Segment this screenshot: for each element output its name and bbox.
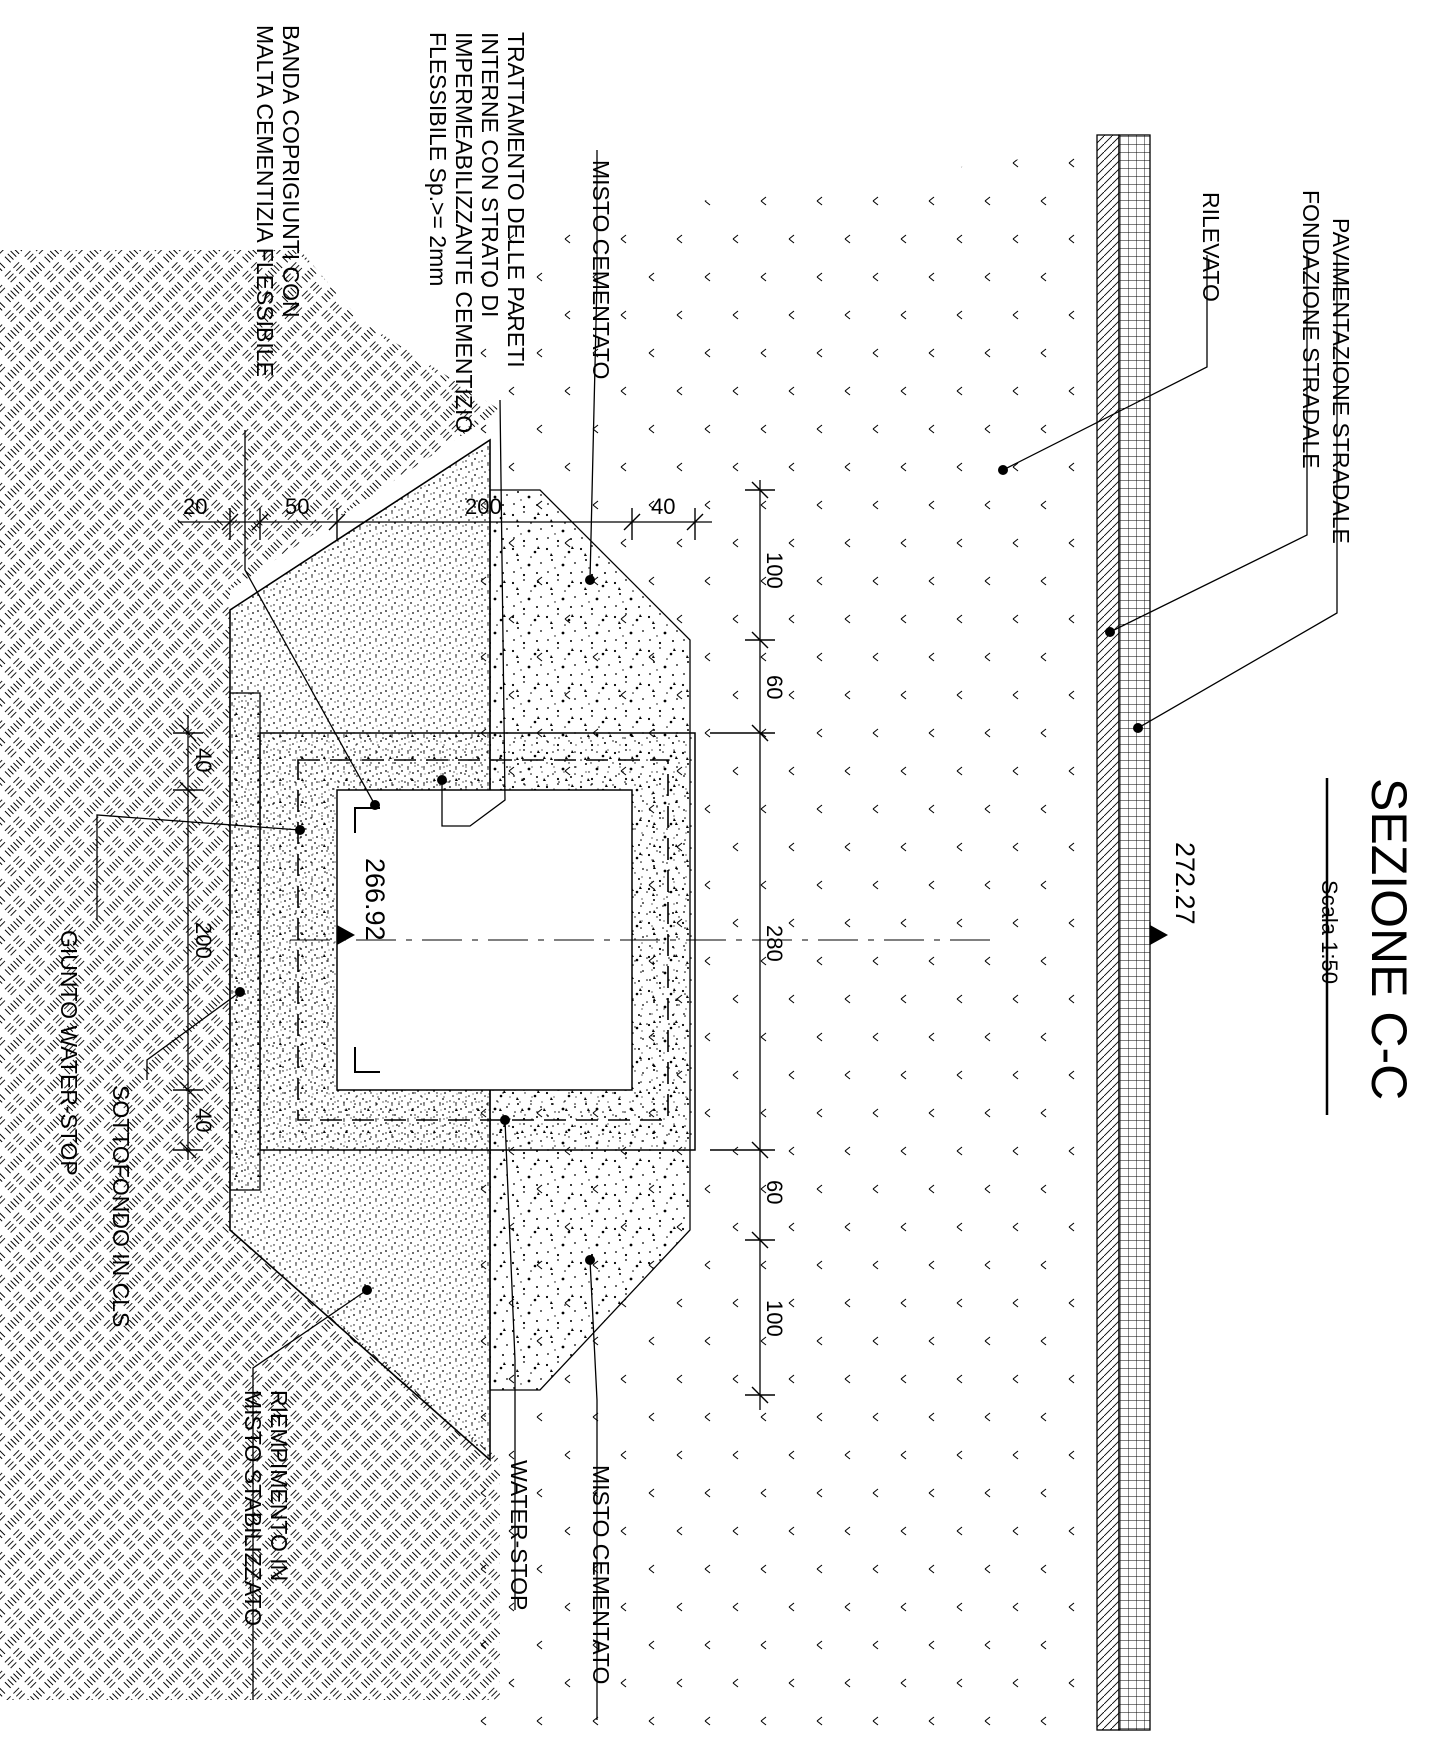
title-block: SEZIONE C-C Scala 1:50 — [1317, 778, 1417, 1115]
dim-left-40-bottom: 40 — [191, 1108, 216, 1132]
dim-right-tick-4 — [751, 1141, 769, 1159]
leader-dot-banda — [370, 800, 380, 810]
label-riempimento-2: MISTO STABILIZZATO — [240, 1390, 266, 1626]
dim-left-tick-4 — [179, 1141, 197, 1159]
dim-right-60-top: 60 — [762, 675, 787, 699]
label-rilevato: RILEVATO — [1198, 192, 1224, 302]
elevation-invert-marker — [337, 925, 355, 945]
dim-left-40-top: 40 — [191, 748, 216, 772]
label-banda-1: BANDA COPRIGIUNTI CON — [278, 25, 304, 318]
leader-rilevato — [1002, 255, 1208, 471]
leader-dot-misto-bottom — [585, 1255, 595, 1265]
label-banda-2: MALTA CEMENTIZIA FLESSIBILE — [252, 25, 278, 377]
elevation-invert-value: 266.92 — [360, 858, 390, 941]
dim-right-tick-6 — [751, 1386, 769, 1404]
dim-right-100-bottom: 100 — [762, 1300, 787, 1337]
label-trattamento-2: INTERNE CON STRATO DI — [477, 32, 503, 317]
leader-sottofondo — [146, 991, 241, 1080]
section-scale: Scala 1:50 — [1317, 880, 1342, 984]
leader-dot-misto-top — [585, 575, 595, 585]
dim-top-200: 200 — [465, 494, 502, 519]
label-giunto: GIUNTO WATER-STOP — [56, 930, 82, 1176]
inner-corner-mark-bottom — [354, 1047, 380, 1073]
leader-pavimentazione — [1137, 255, 1338, 729]
dim-top-tick-1 — [221, 513, 239, 531]
leader-dot-giunto — [295, 825, 305, 835]
leader-dots — [235, 465, 1143, 1295]
label-trattamento-3: IMPERMEABILIZZANTE CEMENTIZIO — [451, 32, 477, 433]
dim-top-tick-2 — [251, 513, 269, 531]
dim-right-ticks — [710, 481, 775, 1404]
dim-left-tick-3 — [179, 1081, 197, 1099]
dim-right-60-bottom: 60 — [762, 1180, 787, 1204]
label-pavimentazione: PAVIMENTAZIONE STRADALE — [1328, 218, 1354, 544]
dim-top-tick-5 — [686, 513, 704, 531]
elevation-road-value: 272.27 — [1170, 842, 1200, 925]
dim-right-100-top: 100 — [762, 552, 787, 589]
elevation-invert: 266.92 — [337, 858, 390, 945]
dim-left-200: 200 — [191, 922, 216, 959]
leader-misto-top — [589, 150, 598, 581]
dim-right-tick-5 — [751, 1231, 769, 1249]
dim-top-ticks — [221, 508, 704, 540]
leader-dot-pavimentazione — [1133, 723, 1143, 733]
labels: PAVIMENTAZIONE STRADALE FONDAZIONE STRAD… — [56, 25, 1354, 1684]
label-waterstop: WATER-STOP — [506, 1460, 532, 1610]
label-sottofondo: SOTTOFONDO IN CLS — [108, 1085, 134, 1327]
dim-right-tick-1 — [751, 481, 769, 499]
leader-dot-riempimento — [362, 1285, 372, 1295]
label-riempimento-1: RIEMPIMENTO IN — [266, 1390, 292, 1581]
label-trattamento-1: TRATTAMENTO DELLE PARETI — [503, 32, 529, 368]
dim-top-20: 20 — [183, 494, 207, 519]
leader-dot-rilevato — [998, 465, 1008, 475]
dim-top-50: 50 — [285, 494, 309, 519]
leader-trattamento — [441, 399, 506, 827]
leader-waterstop — [504, 1119, 516, 1610]
leader-dot-sottofondo — [235, 987, 245, 997]
dim-left-tick-1 — [179, 724, 197, 742]
leader-giunto — [96, 814, 301, 920]
label-fondazione: FONDAZIONE STRADALE — [1298, 190, 1324, 469]
dim-top-tick-3 — [328, 513, 346, 531]
road-white-band — [1090, 135, 1097, 1730]
leader-fondazione — [1109, 250, 1308, 633]
label-misto-top: MISTO CEMENTATO — [588, 160, 614, 379]
natural-ground-fill — [0, 250, 500, 1700]
sottofondo-cls — [229, 692, 261, 1191]
leaders — [96, 150, 1338, 1720]
leader-dot-trattamento — [437, 775, 447, 785]
dimension-chain-right: 100 60 280 60 100 — [710, 480, 787, 1410]
dim-right-tick-2 — [751, 631, 769, 649]
leader-riempimento — [252, 1289, 368, 1700]
leader-dot-fondazione — [1105, 627, 1115, 637]
label-misto-bottom: MISTO CEMENTATO — [588, 1465, 614, 1684]
leader-banda — [244, 430, 376, 806]
leader-dot-waterstop — [500, 1115, 510, 1125]
dim-top-40: 40 — [651, 494, 675, 519]
section-title: SEZIONE C-C — [1361, 778, 1417, 1100]
fondazione-stradale-layer — [1096, 134, 1120, 1731]
pavimentazione-stradale-layer — [1118, 134, 1151, 1731]
dim-right-tick-3 — [751, 724, 769, 742]
dimension-chain-left: 40 200 40 — [173, 715, 216, 1160]
dim-top-tick-4 — [623, 513, 641, 531]
label-trattamento-4: FLESSIBILE Sp.>= 2mm — [425, 32, 451, 286]
dim-left-ticks — [173, 724, 203, 1159]
elevation-road: 272.27 — [1149, 842, 1200, 945]
leader-misto-bottom — [589, 1259, 598, 1720]
dim-right-280: 280 — [762, 925, 787, 962]
dimension-chain-top: 20 50 200 40 — [178, 494, 712, 540]
dim-left-tick-2 — [179, 781, 197, 799]
elevation-road-marker — [1150, 925, 1168, 945]
